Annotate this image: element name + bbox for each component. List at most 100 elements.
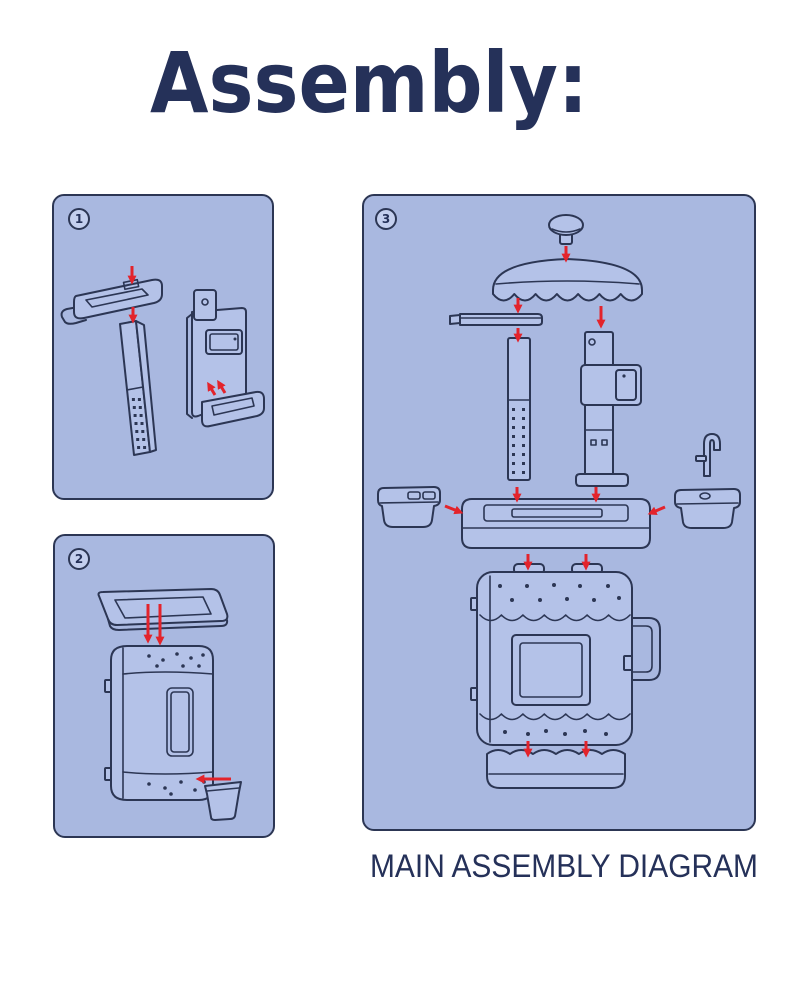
step-number-badge: 3: [375, 208, 397, 230]
perforation-dot: [522, 471, 525, 474]
right-column-slot: [601, 439, 608, 446]
page-title: Assembly:: [150, 34, 589, 132]
step-1-panel: 1: [52, 194, 274, 500]
left-sink-hole: [422, 491, 436, 500]
perforation-dot: [132, 406, 136, 409]
bottom-rack-opening: [211, 397, 255, 416]
right-sink-drain: [699, 492, 711, 500]
right-column-part: [575, 331, 642, 487]
step-3-arrows: [444, 246, 666, 758]
right-sink-rim: [676, 502, 739, 505]
suitcase-handle-inner: [631, 625, 653, 673]
base-body: [486, 749, 626, 789]
perforation-dot: [522, 435, 525, 438]
perforation-dot: [512, 471, 515, 474]
suitcase-latch: [623, 655, 633, 671]
backboard-part: [186, 289, 265, 428]
faucet-lever: [695, 455, 707, 462]
step-3-drawing: [377, 214, 741, 789]
perforation-dot: [522, 417, 525, 420]
perforation-dot: [522, 426, 525, 429]
case-window-inner: [170, 691, 190, 753]
perforation-dot: [512, 435, 515, 438]
perforation-dot: [137, 398, 141, 401]
tray-handle: [60, 305, 87, 325]
step-number-badge: 2: [68, 548, 90, 570]
right-column-slot: [590, 439, 597, 446]
suitcase-part: [470, 563, 661, 746]
perforation-dot: [512, 462, 515, 465]
suitcase-dots: [498, 583, 621, 736]
knob-rim: [551, 228, 581, 233]
case-window: [166, 687, 194, 757]
perforation-dot: [522, 444, 525, 447]
perforation-dot: [512, 453, 515, 456]
step-2-arrows: [143, 604, 231, 784]
backboard-dot: [233, 337, 237, 341]
tray-part: [60, 278, 163, 325]
red-arrow: [217, 379, 227, 394]
perforation-dot: [131, 398, 135, 401]
step-2-drawing: [97, 588, 242, 821]
left-column-part: [507, 337, 531, 481]
right-sink-body: [674, 488, 741, 529]
perforation-dot: [136, 438, 140, 441]
red-arrow: [647, 505, 666, 516]
perforation-dot: [143, 446, 147, 449]
step-1-drawing: [60, 266, 265, 456]
backboard-window-inner: [209, 333, 239, 351]
perforation-dot: [512, 444, 515, 447]
base-part: [486, 749, 626, 789]
suitcase-handle: [631, 617, 661, 681]
perforation-dot: [512, 408, 515, 411]
shower-bar-tip: [449, 314, 461, 325]
perforation-dot: [512, 417, 515, 420]
mirror-dot: [622, 374, 626, 378]
perforation-dot: [137, 446, 141, 449]
perforation-dot: [522, 462, 525, 465]
knob-part: [548, 214, 584, 245]
left-sink-part: [377, 486, 441, 528]
suitcase-window-inner: [519, 642, 583, 698]
perforation-dot: [134, 422, 138, 425]
mirror-window: [615, 369, 637, 401]
countertop-body: [461, 498, 651, 549]
red-arrow: [444, 504, 464, 515]
lid-opening: [114, 596, 212, 619]
cup-rim: [206, 787, 240, 792]
canopy-body: [492, 258, 643, 302]
column-base: [575, 473, 629, 487]
case-top-band: [122, 671, 214, 675]
diagram-caption: MAIN ASSEMBLY DIAGRAM: [370, 848, 758, 884]
perforation-dot: [512, 426, 515, 429]
suitcase-lower-scallop: [479, 713, 631, 721]
tray-recess: [85, 288, 149, 308]
right-column-hole: [588, 338, 596, 346]
left-sink-rim: [379, 501, 439, 504]
pipe-joint: [126, 386, 144, 391]
case-body: [110, 645, 214, 801]
step-3-panel: 3: [362, 194, 756, 831]
suitcase-window: [511, 634, 591, 706]
pipe-side: [135, 320, 157, 453]
pipe-part: [119, 320, 157, 456]
step-2-panel: 2: [53, 534, 275, 838]
perforation-dot: [133, 414, 137, 417]
canopy-part: [492, 258, 643, 302]
perforation-dot: [139, 414, 143, 417]
step-number-badge: 1: [68, 208, 90, 230]
perforation-dot: [522, 408, 525, 411]
case-body-part: [104, 645, 214, 801]
countertop-recess-inner: [511, 508, 603, 518]
bottom-rack: [201, 390, 265, 428]
lid-thickness: [107, 618, 229, 631]
backboard-hole: [201, 298, 209, 306]
case-bottom-band: [122, 771, 214, 775]
perforation-dot: [141, 430, 145, 433]
knob-head: [548, 214, 584, 236]
left-column: [507, 337, 531, 481]
red-arrow: [207, 381, 217, 396]
countertop-part: [461, 498, 651, 549]
pipe-dots: [131, 398, 147, 449]
perforation-dot: [142, 438, 146, 441]
